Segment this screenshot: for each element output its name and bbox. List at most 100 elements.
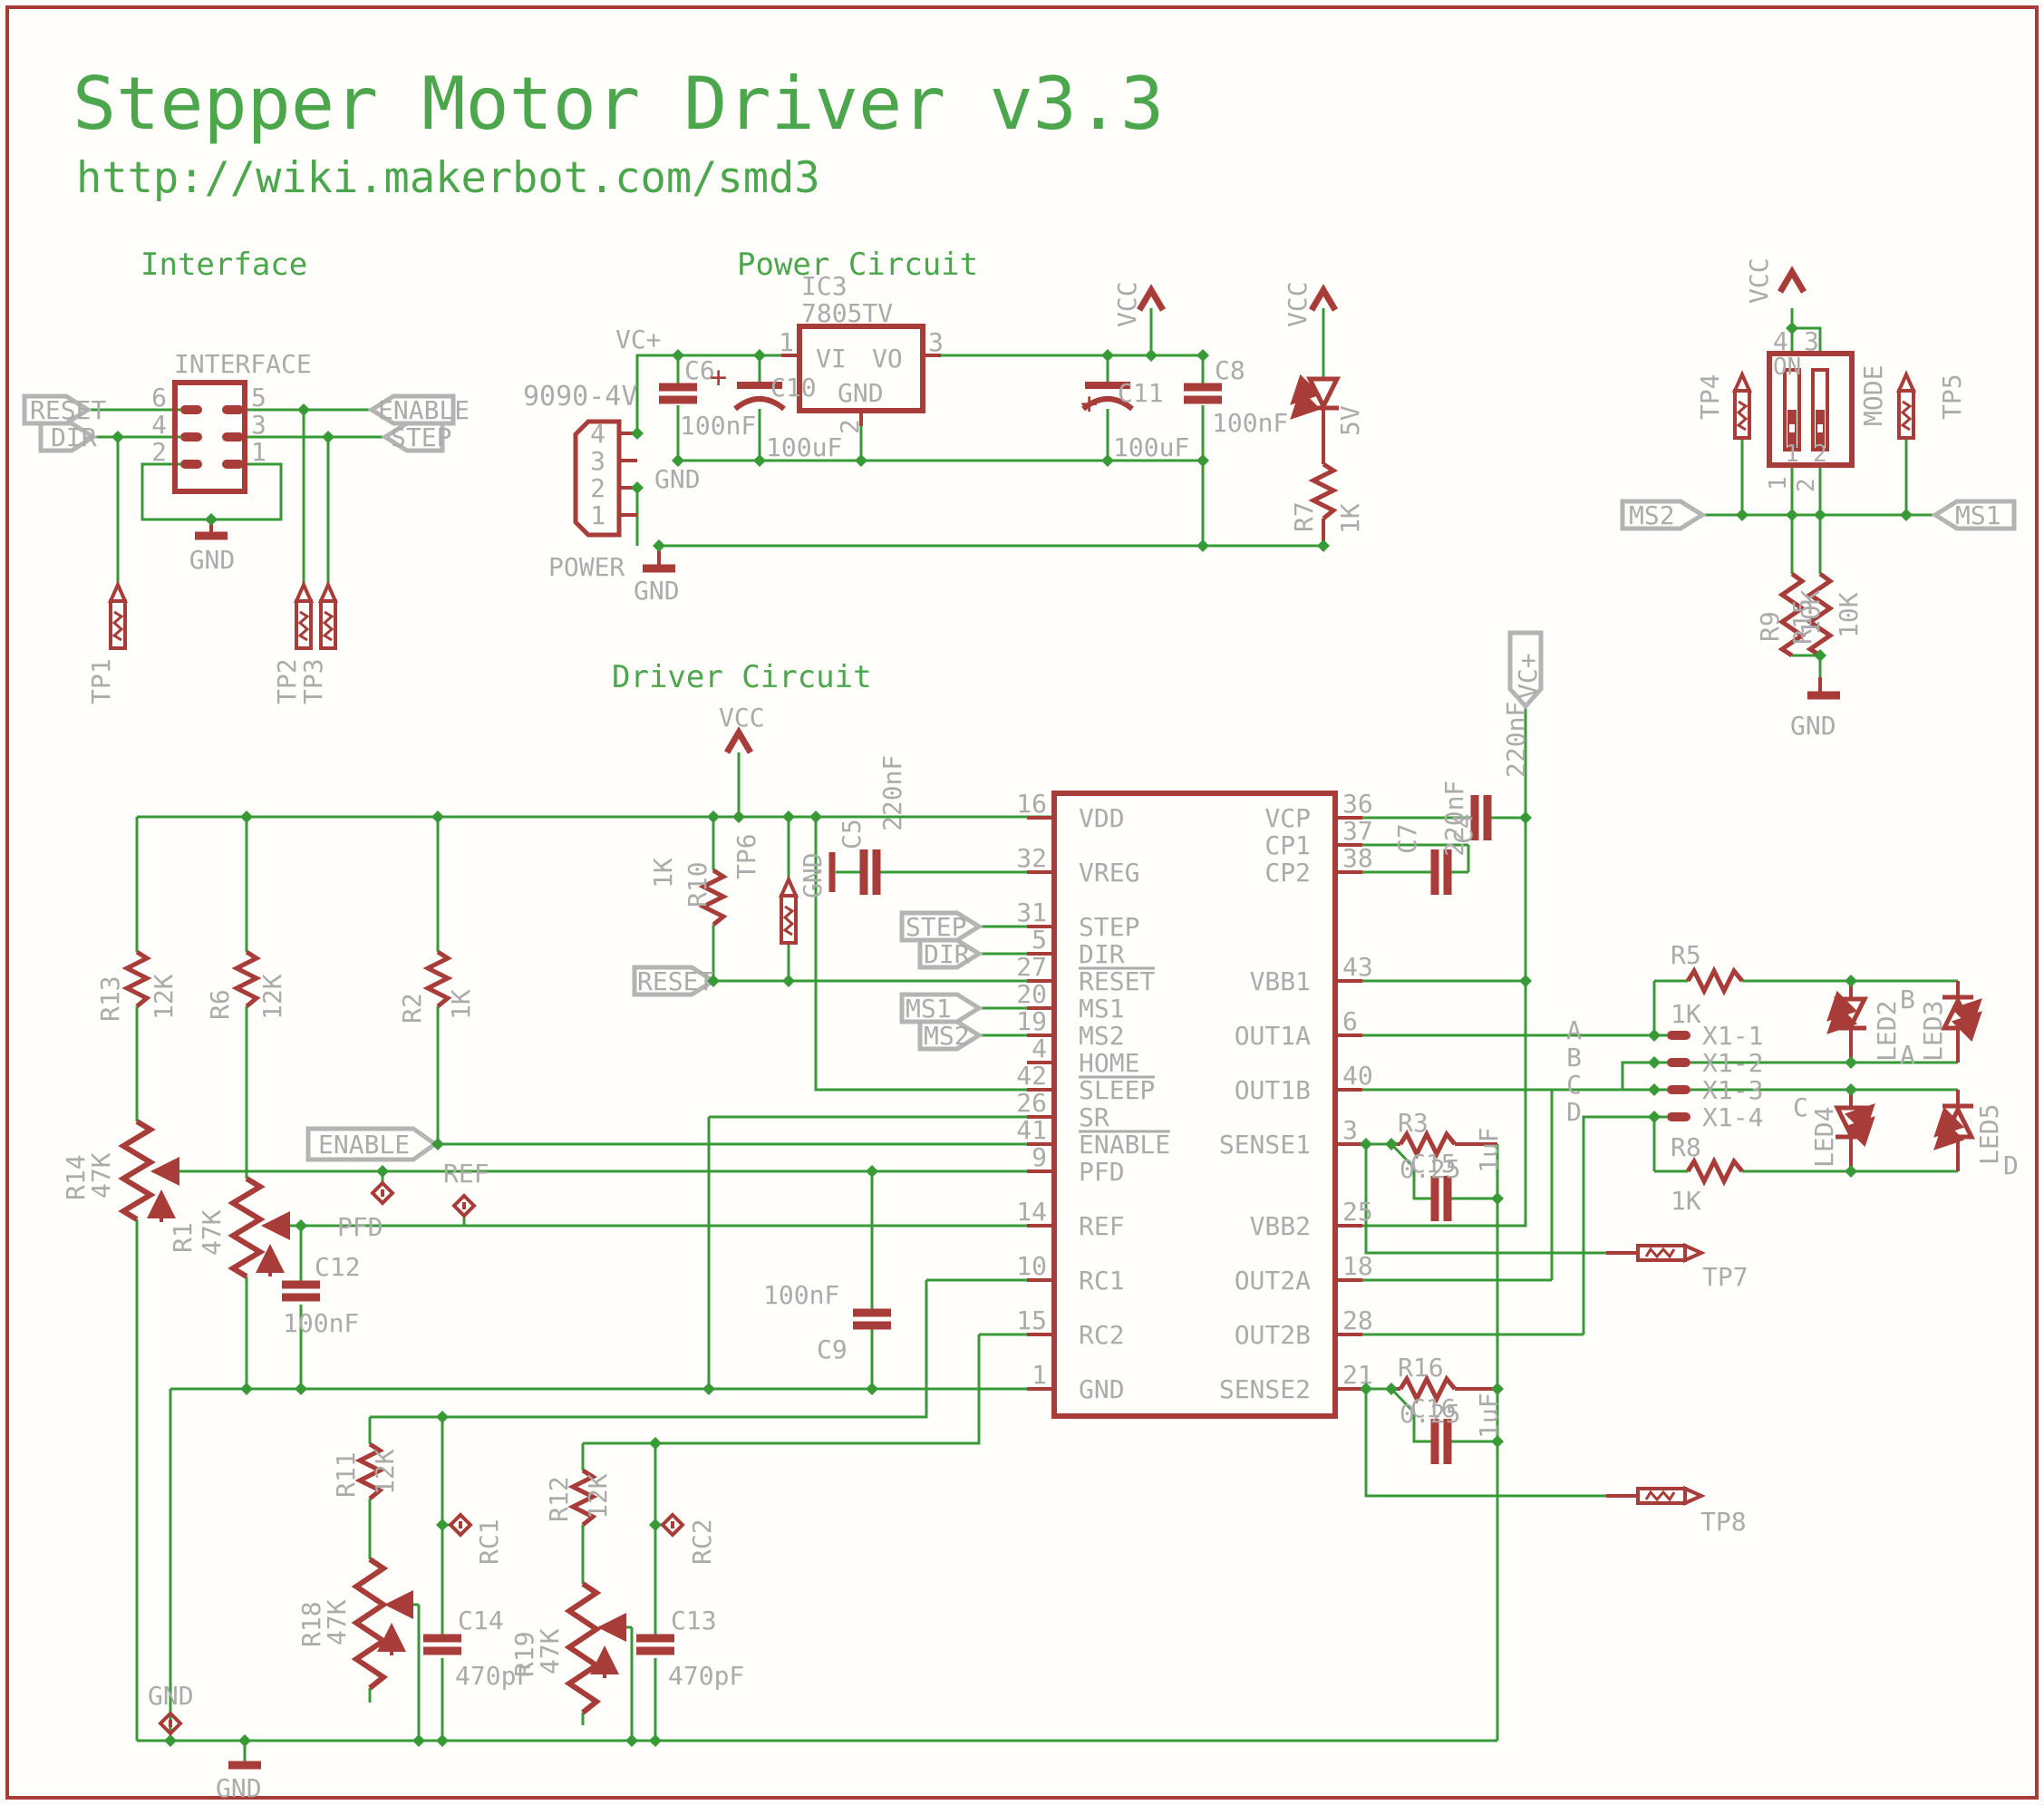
x1-1-label: X1-1: [1702, 1021, 1763, 1051]
junction-dot: [431, 810, 444, 823]
ic1-pin-name-out1a: OUT1A: [1235, 1021, 1311, 1051]
led3-ref: LED3: [1918, 1001, 1948, 1062]
ic1-pin-name-rc1: RC1: [1079, 1266, 1125, 1296]
flag-ms2-drv: MS2: [924, 1021, 970, 1051]
ic1-pin-name-rc2: RC2: [1079, 1320, 1125, 1350]
flag-dir: DIR: [51, 422, 97, 452]
junction-dot: [649, 1734, 662, 1747]
junction-dot: [631, 481, 644, 494]
c10-plus: +: [710, 360, 727, 394]
ic1-pin-name-vreg: VREG: [1079, 858, 1139, 888]
ic1-pin-number-14: 14: [1016, 1197, 1047, 1227]
junction-dot: [1317, 539, 1330, 552]
ic1-pin-number-26: 26: [1016, 1088, 1047, 1118]
led1-val: 5V: [1335, 405, 1365, 436]
net-vcplus: VC+: [615, 325, 662, 354]
junction-dot: [376, 1165, 389, 1178]
junction-dot: [238, 1734, 251, 1747]
r1-ref: R1: [168, 1222, 198, 1253]
tp1: [109, 583, 127, 650]
resistor-r2: [428, 952, 448, 1006]
c13-ref: C13: [671, 1606, 717, 1635]
if-gnd: GND: [189, 545, 236, 575]
r18-ref: R18: [296, 1601, 326, 1647]
junction-dot: [809, 810, 822, 823]
r13-ref: R13: [95, 975, 125, 1022]
junction-dot: [1736, 509, 1749, 521]
ic1-pin-name-sr: SR: [1079, 1102, 1109, 1132]
resistor-r13: [127, 952, 147, 1006]
r12-ref: R12: [544, 1476, 574, 1522]
tp3-label: TP3: [298, 658, 328, 704]
interface-conn-name: INTERFACE: [174, 349, 312, 379]
r12-val: 12K: [583, 1473, 613, 1519]
ic1-pin-number-6: 6: [1342, 1006, 1358, 1036]
r8-ref: R8: [1671, 1132, 1701, 1162]
pad-6: [180, 405, 202, 414]
ic1-pin-number-4: 4: [1032, 1034, 1047, 1063]
if-pin1: 1: [251, 437, 266, 467]
r10-val: 1K: [648, 858, 678, 888]
ic1-pin-name-sense1: SENSE1: [1219, 1130, 1311, 1160]
ic3-box: [797, 324, 925, 413]
junction-dot: [412, 1734, 425, 1747]
junction-dot: [1648, 1056, 1661, 1069]
junction-dot: [1196, 349, 1209, 362]
flag-vcplus-shape: [1507, 630, 1544, 710]
c11-val: 100uF: [1113, 432, 1189, 462]
c15-val: 1uF: [1474, 1127, 1504, 1173]
junction-dot: [782, 975, 795, 987]
ic1-pin-number-19: 19: [1016, 1006, 1047, 1036]
wires-driver-left: [135, 752, 1497, 1762]
junction-dot: [782, 810, 795, 823]
r2-val: 1K: [446, 989, 476, 1020]
ref-pad: [371, 1181, 394, 1205]
junction-dot: [1845, 1083, 1857, 1096]
r10-ref: R10: [683, 861, 712, 907]
vcc-label-3: VCC: [1744, 257, 1774, 304]
led-net-d: D: [2003, 1150, 2019, 1180]
ic1-pin-name-out2b: OUT2B: [1235, 1320, 1311, 1350]
ic1-pin-number-43: 43: [1342, 952, 1373, 982]
wires-driver-right: [1362, 707, 1958, 1741]
rc1-pad-label: RC1: [474, 1519, 504, 1565]
junction-dot: [1145, 349, 1158, 362]
slider-2-notch: [1817, 424, 1823, 432]
gnd-symbols: [195, 531, 1840, 1770]
junction-dot: [1814, 509, 1826, 521]
junction-dot: [1101, 454, 1114, 467]
ic1-pin-name-ref: REF: [1079, 1211, 1125, 1241]
pad-2: [180, 460, 202, 469]
ic1-pin-name-vcp: VCP: [1264, 803, 1311, 833]
power-conn-name: POWER: [548, 552, 625, 582]
ic1-pin-number-16: 16: [1016, 789, 1047, 819]
junction-dot: [1648, 1111, 1661, 1123]
ic1-pin-number-41: 41: [1016, 1115, 1047, 1145]
led-net-a: A: [1900, 1040, 1915, 1070]
resistor-r5: [1688, 971, 1742, 991]
cap-c13: [636, 1638, 674, 1651]
gnd-bottom: GND: [216, 1773, 262, 1803]
c5-ref: C5: [837, 819, 867, 849]
junction-dot: [297, 403, 310, 416]
junction-dot: [1845, 1056, 1857, 1069]
tp6-label: TP6: [731, 833, 761, 879]
r6-val: 12K: [257, 974, 287, 1020]
c9-val: 100nF: [763, 1280, 839, 1310]
flag-enable-shape: [367, 393, 456, 426]
flag-enable-drv: ENABLE: [318, 1130, 410, 1160]
ic1-pin-name-vbb1: VBB1: [1250, 966, 1311, 996]
ic1-pin-name-cp1: CP1: [1264, 830, 1311, 860]
vcc-label-2: VCC: [1283, 281, 1313, 327]
sw-1i: 1: [1785, 441, 1799, 468]
flag-ms2-shape: [1620, 499, 1707, 531]
ic1-pin-name-dir: DIR: [1079, 939, 1125, 969]
r14-val: 47K: [86, 1152, 116, 1198]
ic1-pin-name-gnd: GND: [1079, 1374, 1125, 1404]
junction-dot: [1900, 509, 1913, 521]
r3-ref: R3: [1398, 1108, 1429, 1138]
slider-2: [1811, 368, 1829, 451]
net-c: C: [1566, 1070, 1582, 1100]
